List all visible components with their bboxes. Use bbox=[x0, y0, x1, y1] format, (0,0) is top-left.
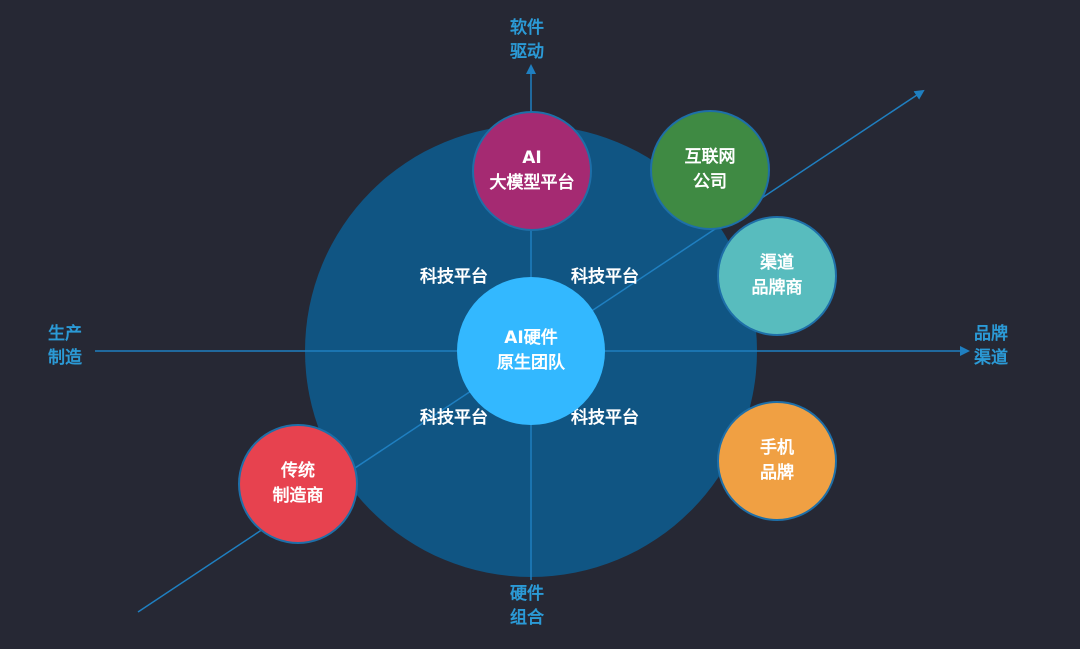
axis-label-bottom: 硬件组合 bbox=[510, 584, 544, 628]
tech-platform-label-bottom-right: 科技平台 bbox=[571, 408, 639, 428]
bubble-traditional-manufacturer: 传统 制造商 bbox=[238, 424, 358, 544]
axis-label-top: 软件驱动 bbox=[510, 18, 544, 62]
axis-label-right: 品牌渠道 bbox=[974, 324, 1008, 368]
bubble-ai-model-platform: AI 大模型平台 bbox=[472, 111, 592, 231]
tech-platform-label-bottom-left: 科技平台 bbox=[420, 408, 488, 428]
bubble-phone-brand: 手机 品牌 bbox=[717, 401, 837, 521]
center-bubble-line2: 原生团队 bbox=[497, 353, 565, 373]
center-bubble-line1: AI硬件 bbox=[504, 328, 558, 348]
axis-label-left: 生产制造 bbox=[48, 324, 82, 368]
bubble-channel-brand: 渠道 品牌商 bbox=[717, 216, 837, 336]
tech-platform-label-top-right: 科技平台 bbox=[571, 267, 639, 287]
bubble-internet-company: 互联网 公司 bbox=[650, 110, 770, 230]
center-bubble: AI硬件 原生团队 bbox=[457, 277, 605, 425]
tech-platform-label-top-left: 科技平台 bbox=[420, 267, 488, 287]
